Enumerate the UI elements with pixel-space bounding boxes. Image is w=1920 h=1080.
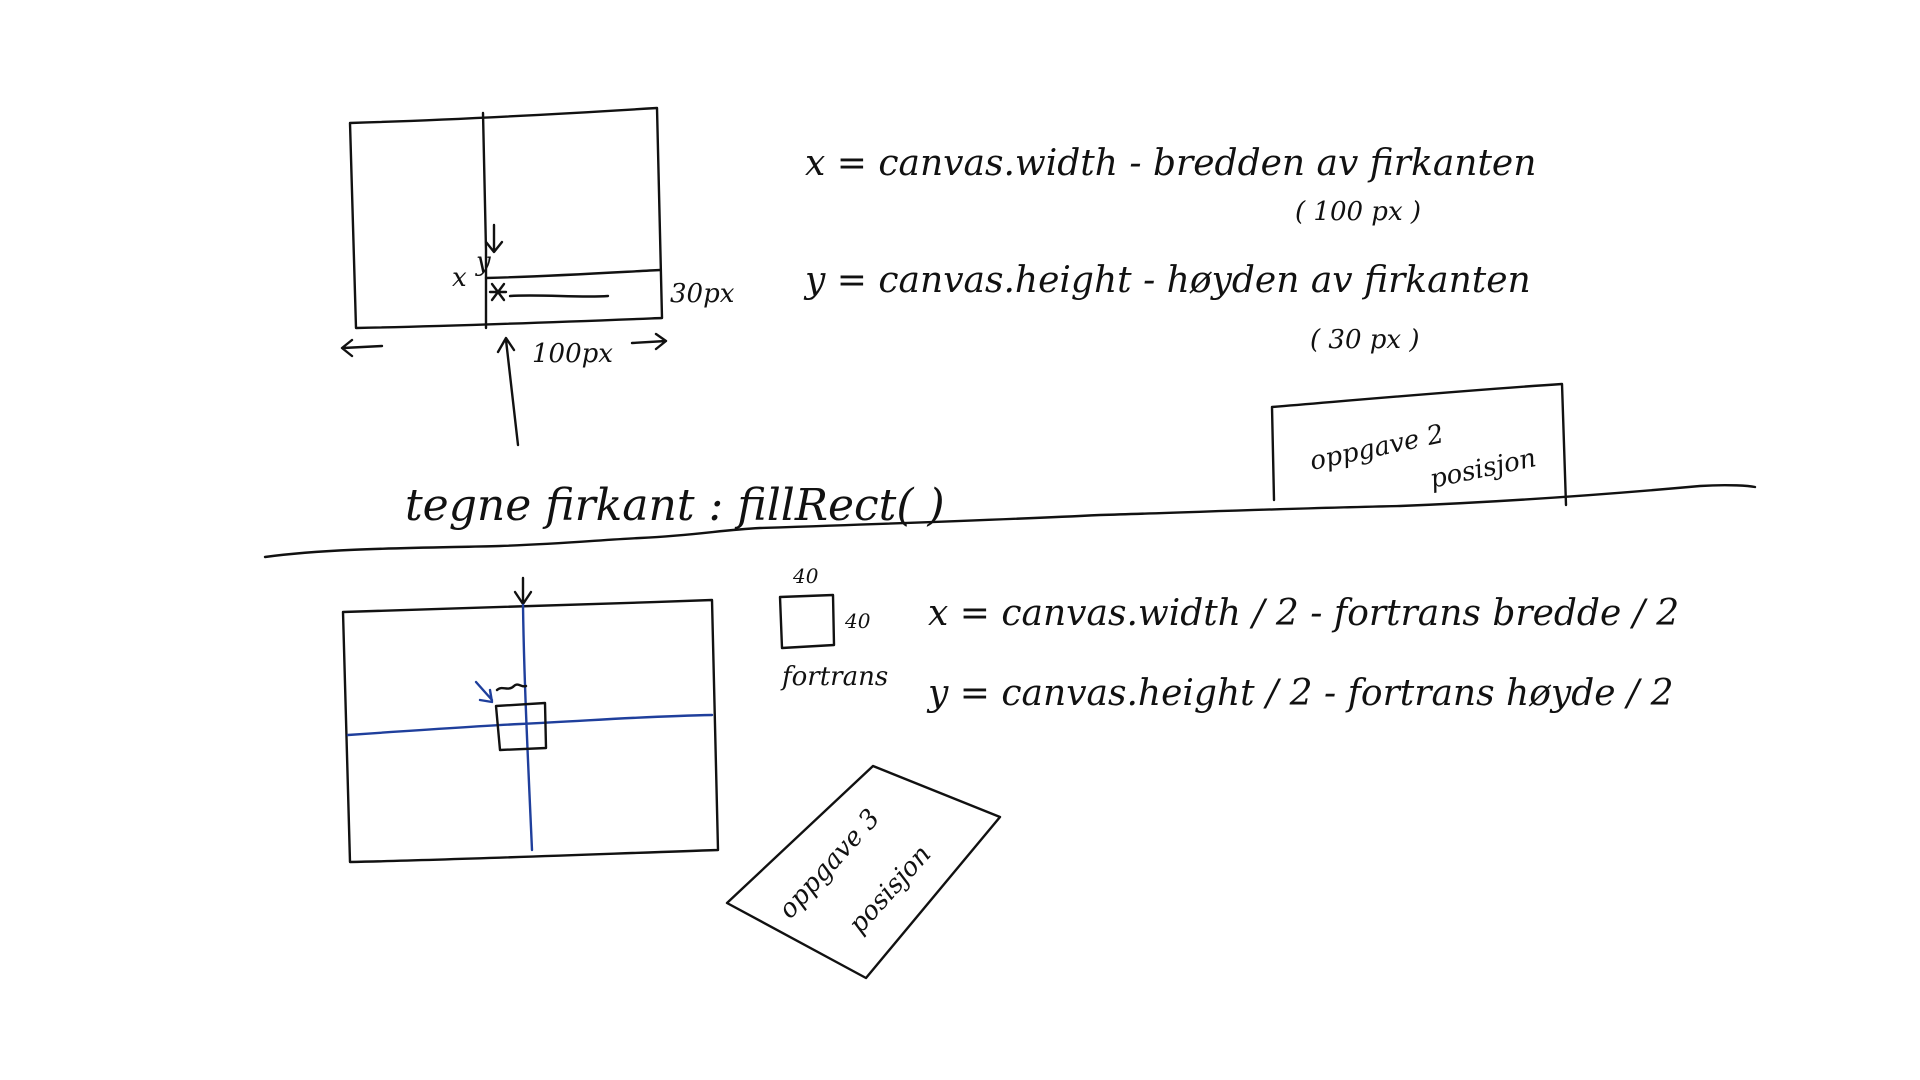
task3-vertical-center-line: [521, 603, 534, 852]
task2-formula-y: y = canvas.height - høyden av firkanten: [803, 260, 1531, 301]
task3-diagram: [341, 576, 720, 864]
task2-formulas: x = canvas.width - bredden av firkanten …: [803, 143, 1536, 355]
task2-left-arrow: [340, 338, 384, 358]
task2-pointer-arrow: [496, 336, 520, 447]
task2-vertical-line: [481, 111, 488, 330]
task2-stamp-line2: posisjon: [1427, 443, 1539, 495]
task3-formula-x: x = canvas.width / 2 - fortrans bredde /…: [928, 593, 1679, 634]
task2-label-100px: 100px: [532, 339, 613, 369]
task2-corner-star: [488, 282, 508, 302]
task3-top-arrow: [513, 576, 533, 606]
task2-rect-100x30: [484, 268, 662, 280]
task2-formula-x: x = canvas.width - bredden av firkanten: [805, 143, 1536, 184]
task3-formulas: x = canvas.width / 2 - fortrans bredde /…: [926, 593, 1679, 714]
task3-centered-box: [494, 701, 548, 752]
task2-caption: tegne firkant : fillRect( ): [405, 480, 945, 531]
task2-formula-y-note: ( 30 px ): [1310, 325, 1419, 355]
task3-formula-y: y = canvas.height / 2 - fortrans høyde /…: [926, 673, 1674, 714]
task3-squiggle: [495, 683, 528, 692]
task3-box-width: 40: [792, 564, 819, 588]
task3-box-label: fortrans: [780, 662, 888, 692]
task3-horizontal-center-line: [346, 713, 714, 737]
task3-stamp-frame: [725, 764, 1002, 980]
task3-box-height: 40: [844, 609, 871, 633]
task2-right-arrow: [630, 332, 668, 351]
task3-canvas-rect: [341, 598, 720, 864]
section-divider: [263, 483, 1757, 559]
task2-stamp-line1: oppgave 2: [1307, 419, 1446, 477]
task3-corner-arrow: [474, 680, 494, 704]
task2-canvas-rect: [348, 106, 664, 330]
task3-fortrans-box: 40 40 fortrans: [778, 564, 888, 692]
task2-formula-x-note: ( 100 px ): [1295, 197, 1421, 227]
task2-stamp: oppgave 2 posisjon: [1270, 382, 1568, 507]
task2-rect-underline: [508, 294, 610, 298]
task2-diagram: x y 30px 100px: [340, 106, 735, 447]
task3-fortrans-square: [778, 593, 836, 650]
task2-stamp-frame: [1270, 382, 1568, 507]
task2-label-y: y: [475, 247, 491, 277]
task2-down-arrow: [484, 223, 504, 254]
task2-label-30px: 30px: [670, 279, 735, 309]
task2-label-x: x: [452, 263, 467, 293]
task3-stamp: oppgave 3 posisjon: [725, 764, 1002, 980]
